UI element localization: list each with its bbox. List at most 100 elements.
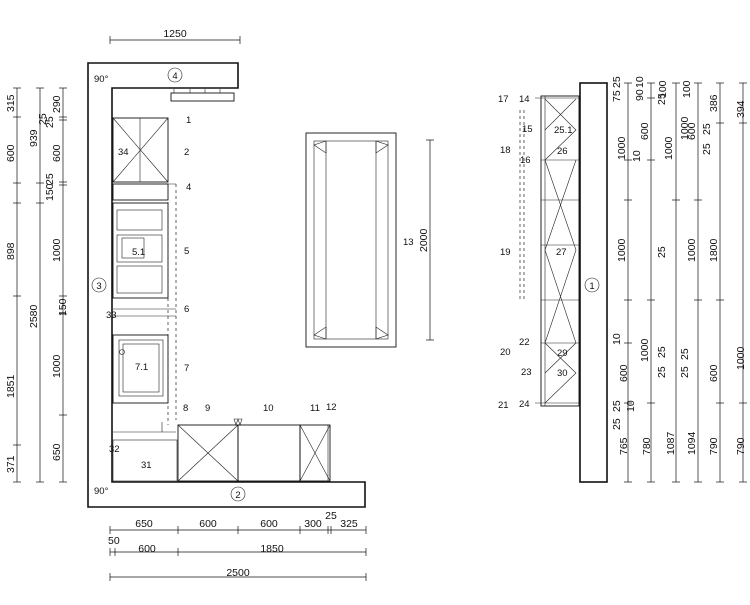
svg-text:600: 600 — [5, 144, 17, 162]
label-31: 31 — [141, 460, 152, 471]
svg-text:150: 150 — [44, 183, 56, 201]
label-24: 24 — [519, 399, 530, 410]
svg-text:1000: 1000 — [51, 354, 63, 378]
island — [305, 132, 397, 348]
svg-text:1800: 1800 — [708, 238, 720, 262]
svg-text:10: 10 — [634, 76, 646, 88]
svg-text:2580: 2580 — [28, 304, 40, 328]
svg-text:1000: 1000 — [686, 238, 698, 262]
label-29: 29 — [557, 348, 568, 359]
svg-text:25: 25 — [611, 400, 623, 412]
svg-text:300: 300 — [304, 518, 322, 530]
plan-view: 2000 4 3 2 90° 90° 1 2 4 5 6 7 8 9 10 11… — [5, 28, 434, 581]
wall-marker-2: 2 — [230, 486, 246, 502]
elevation-wall — [579, 82, 608, 483]
label-20: 20 — [500, 347, 511, 358]
svg-text:25: 25 — [611, 418, 623, 430]
svg-text:10: 10 — [611, 333, 623, 345]
svg-text:765: 765 — [618, 437, 630, 455]
svg-text:600: 600 — [260, 518, 278, 530]
svg-text:790: 790 — [708, 437, 720, 455]
plan-walls — [87, 62, 366, 508]
top-width-dim: 1250 — [163, 28, 187, 40]
label-25-1: 25.1 — [554, 125, 573, 136]
elevation-view: 1 14 15 16 17 18 19 20 21 22 23 24 25.1 … — [498, 76, 747, 483]
svg-text:25: 25 — [679, 366, 691, 378]
svg-text:600: 600 — [51, 144, 63, 162]
corner-cabinet-31 — [112, 439, 178, 482]
label-5-1: 5.1 — [132, 247, 145, 258]
svg-text:10: 10 — [625, 400, 637, 412]
svg-text:394: 394 — [735, 100, 747, 118]
label-21: 21 — [498, 400, 509, 411]
angle-top: 90° — [94, 74, 109, 85]
svg-text:1000: 1000 — [663, 136, 675, 160]
svg-text:1850: 1850 — [260, 543, 284, 555]
svg-text:315: 315 — [5, 94, 17, 112]
island-length-dim: 2000 — [418, 228, 430, 252]
hood — [170, 92, 235, 102]
label-13: 13 — [403, 237, 414, 248]
label-12: 12 — [326, 402, 337, 413]
svg-text:780: 780 — [641, 437, 653, 455]
label-11: 11 — [310, 403, 320, 414]
bottom-dims: 650 600 600 300 25 325 50 600 1850 2500 — [108, 510, 367, 581]
label-15: 15 — [522, 124, 533, 135]
label-7: 7 — [184, 363, 189, 374]
svg-text:25: 25 — [44, 116, 56, 128]
svg-text:1000: 1000 — [51, 238, 63, 262]
svg-text:1: 1 — [589, 281, 594, 292]
label-30: 30 — [557, 368, 568, 379]
svg-text:1000: 1000 — [616, 238, 628, 262]
shelf-unit — [112, 183, 169, 201]
left-dims: 315 600 898 1851 371 939 25 150 2580 — [5, 87, 69, 483]
svg-text:50: 50 — [108, 535, 120, 547]
svg-text:25: 25 — [611, 76, 623, 88]
svg-text:100: 100 — [657, 80, 669, 98]
wall-marker-1: 1 — [584, 277, 600, 293]
label-23: 23 — [521, 367, 532, 378]
label-22: 22 — [519, 337, 530, 348]
svg-text:75: 75 — [611, 90, 623, 102]
label-33: 33 — [106, 310, 117, 321]
label-34: 34 — [118, 147, 129, 158]
label-6: 6 — [184, 304, 189, 315]
label-18: 18 — [500, 145, 511, 156]
svg-text:1094: 1094 — [686, 431, 698, 455]
label-26: 26 — [557, 146, 568, 157]
svg-text:25: 25 — [701, 143, 713, 155]
svg-text:25: 25 — [656, 366, 668, 378]
label-32: 32 — [109, 444, 120, 455]
svg-text:25: 25 — [656, 346, 668, 358]
label-2: 2 — [184, 147, 189, 158]
svg-text:3: 3 — [96, 281, 101, 292]
svg-text:325: 325 — [340, 518, 358, 530]
svg-text:25: 25 — [679, 348, 691, 360]
svg-text:650: 650 — [135, 518, 153, 530]
angle-bottom: 90° — [94, 486, 109, 497]
wall-marker-3: 3 — [91, 277, 107, 293]
svg-text:25: 25 — [37, 113, 49, 125]
svg-text:939: 939 — [28, 129, 40, 147]
svg-text:1000: 1000 — [616, 136, 628, 160]
base-cabinet-2 — [237, 424, 301, 482]
svg-text:25: 25 — [656, 246, 668, 258]
label-8: 8 — [183, 403, 188, 414]
label-7-1: 7.1 — [135, 362, 148, 373]
svg-text:4: 4 — [172, 71, 177, 82]
label-16: 16 — [520, 155, 531, 166]
svg-text:1851: 1851 — [5, 374, 17, 398]
label-14: 14 — [519, 94, 530, 105]
svg-text:25: 25 — [656, 93, 668, 105]
svg-text:371: 371 — [5, 455, 17, 473]
label-10: 10 — [263, 403, 274, 414]
svg-text:1087: 1087 — [665, 431, 677, 455]
label-19: 19 — [500, 247, 511, 258]
svg-text:1000: 1000 — [639, 338, 651, 362]
elevation-dims: 25 75 1000 10 1000 10 600 25 765 10 90 6… — [611, 76, 747, 483]
svg-text:790: 790 — [735, 437, 747, 455]
label-5: 5 — [184, 246, 189, 257]
total-width-dim: 2500 — [226, 567, 250, 579]
